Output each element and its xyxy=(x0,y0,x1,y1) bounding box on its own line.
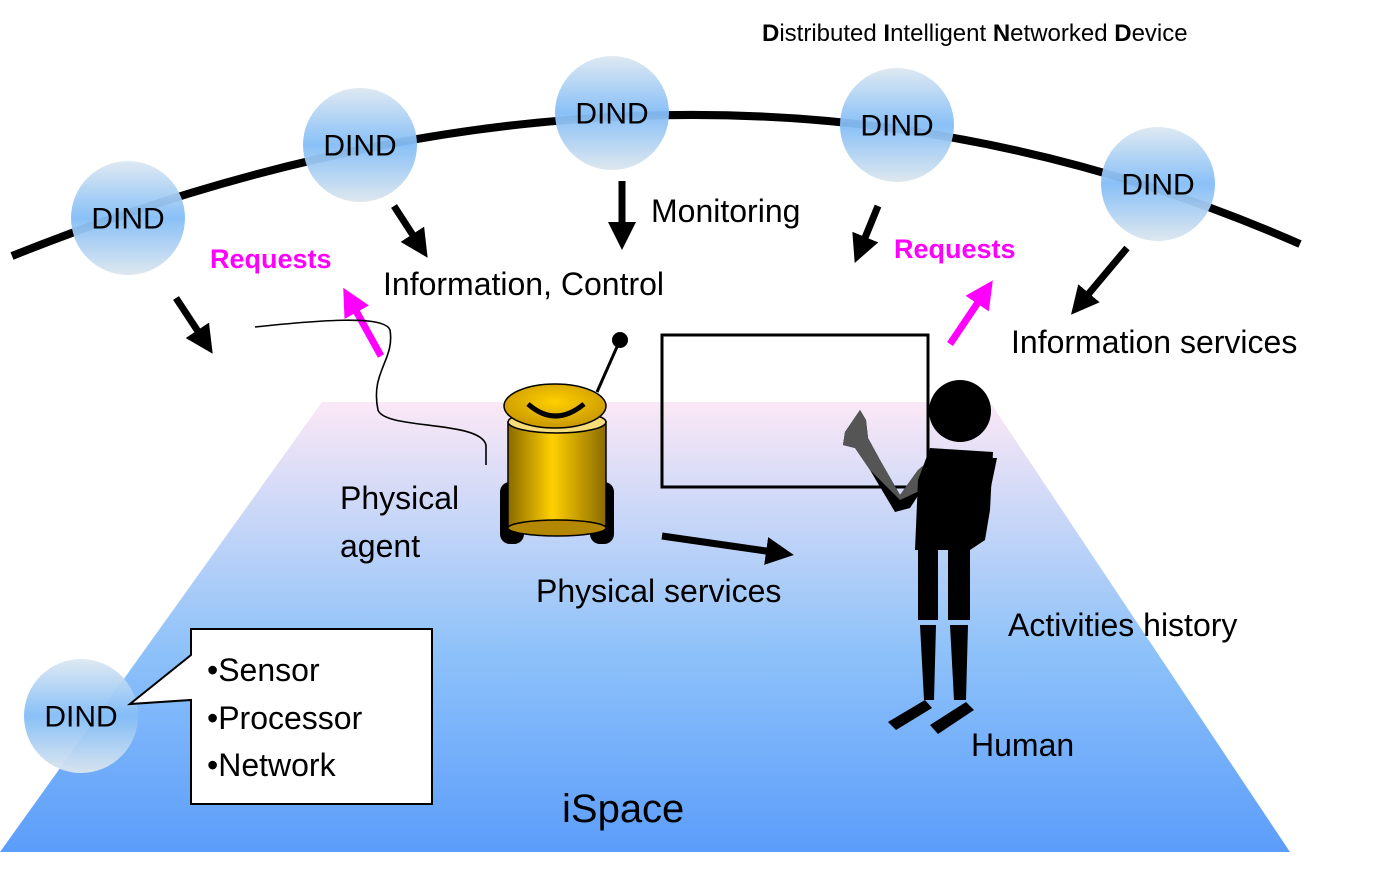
dind-node: DIND xyxy=(303,88,417,202)
physical-services-arrow-icon xyxy=(661,532,794,565)
callout-box xyxy=(126,628,433,805)
requests-label: Requests xyxy=(894,234,1016,264)
dind-label: DIND xyxy=(44,701,117,734)
human-figure xyxy=(843,380,997,734)
request-arrow-icon xyxy=(343,287,385,358)
arrow-down-icon xyxy=(1070,245,1130,315)
robot-physical-agent xyxy=(500,332,628,544)
callout-item: •Network xyxy=(207,747,337,783)
arrow-down-icon xyxy=(852,204,882,263)
dind-label: DIND xyxy=(91,203,164,236)
dind-label: DIND xyxy=(575,98,648,131)
dind-node: DIND xyxy=(840,68,954,182)
dind-node: DIND xyxy=(71,161,185,275)
dind-node: DIND xyxy=(1101,127,1215,241)
request-arrow-icon xyxy=(947,280,993,346)
arrow-down-icon xyxy=(173,296,213,354)
title: Distributed Intelligent Networked Device xyxy=(762,20,1188,47)
dind-label: DIND xyxy=(1121,169,1194,202)
robot-cable xyxy=(254,319,487,465)
arrow-down-icon xyxy=(391,204,428,258)
ispace-label: iSpace xyxy=(562,787,684,831)
dind-node: DIND xyxy=(555,56,669,170)
dind-label: DIND xyxy=(860,110,933,143)
monitoring-label: Monitoring xyxy=(651,193,800,229)
physical-services-label: Physical services xyxy=(536,573,781,609)
callout-item: •Sensor xyxy=(207,652,320,688)
callout-item: •Processor xyxy=(207,700,363,736)
physical-agent-label: Physical xyxy=(340,480,459,516)
physical-agent-label: agent xyxy=(340,528,420,564)
display-screen xyxy=(660,333,930,489)
dind-node-standalone: DIND xyxy=(24,659,138,773)
requests-label: Requests xyxy=(210,244,332,274)
human-label: Human xyxy=(971,727,1074,763)
information-control-label: Information, Control xyxy=(383,266,664,302)
information-services-label: Information services xyxy=(1011,324,1297,360)
activities-history-label: Activities history xyxy=(1008,607,1237,643)
dind-label: DIND xyxy=(323,130,396,163)
